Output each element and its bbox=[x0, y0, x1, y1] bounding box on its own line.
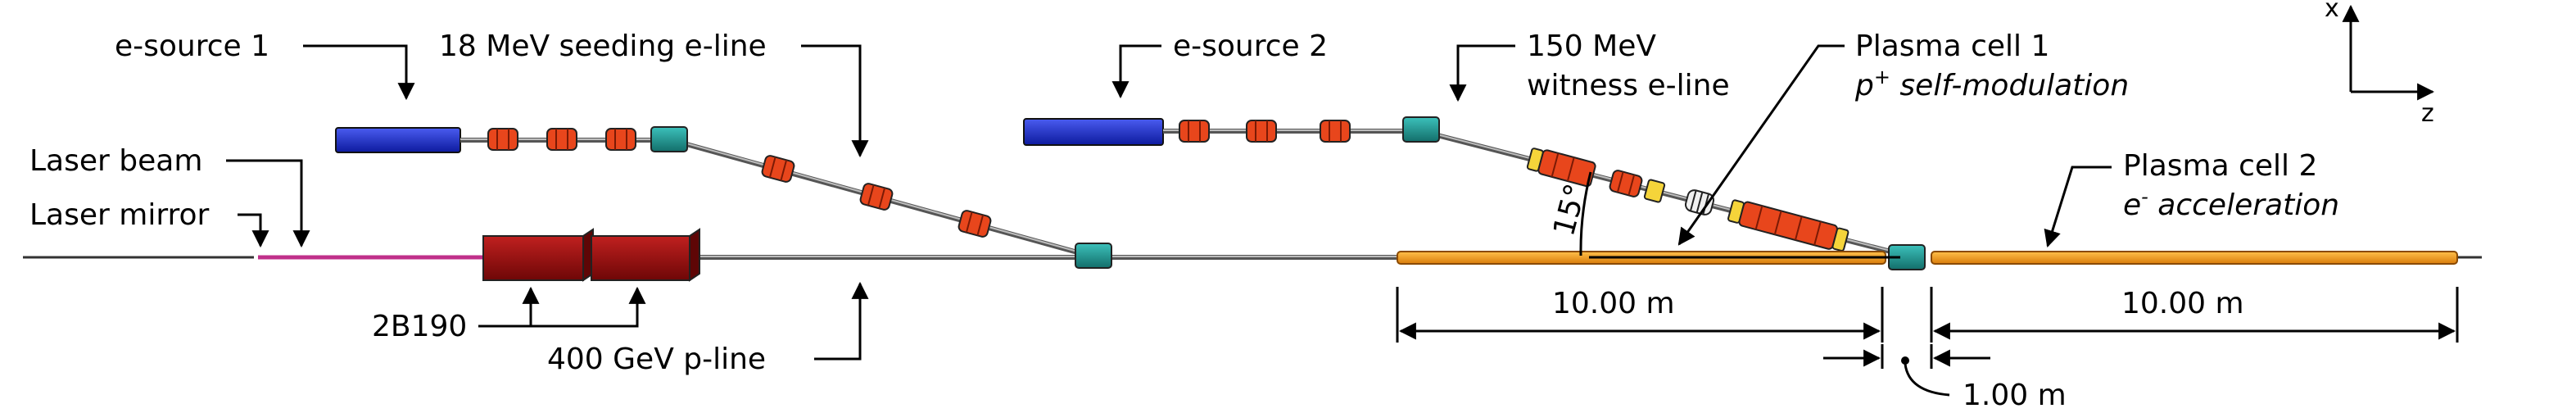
quad-triplet-wit-1 bbox=[1526, 148, 1596, 188]
quad-seed-1 bbox=[487, 128, 518, 151]
seeding-line-label: 18 MeV seeding e-line bbox=[439, 30, 767, 63]
axis-z-label: z bbox=[2421, 99, 2434, 128]
plasma-cell-1-sublabel: p+ self-modulation bbox=[1854, 66, 2129, 102]
laser-mirror-leader bbox=[238, 213, 269, 248]
plasma-cell-1-leader bbox=[1677, 44, 1845, 246]
quad-seed-2 bbox=[546, 128, 577, 151]
quad-wit-1 bbox=[1179, 120, 1210, 143]
corrector-wit-1 bbox=[1608, 168, 1644, 199]
witness-line-label-1: 150 MeV bbox=[1527, 30, 1656, 63]
plasma-cell-1-label: Plasma cell 1 bbox=[1855, 30, 2049, 63]
p-line-leader bbox=[814, 281, 869, 361]
dimension-2-label: 10.00 m bbox=[2121, 287, 2244, 320]
plasma-cell-2-label: Plasma cell 2 bbox=[2123, 149, 2317, 183]
p-line-label: 400 GeV p-line bbox=[547, 343, 766, 376]
angle-label: 15° bbox=[1547, 180, 1593, 239]
quad-seed-6 bbox=[957, 208, 993, 239]
quad-seed-3 bbox=[605, 128, 636, 151]
magnet-leader-2 bbox=[478, 286, 646, 328]
plasma-cell-2-sublabel: e- acceleration bbox=[2123, 185, 2339, 222]
dimension-1-label: 10.00 m bbox=[1552, 287, 1675, 320]
quad-wit-2 bbox=[1246, 120, 1277, 143]
dimension-plasma-cell-1: 10.00 m bbox=[1396, 287, 1884, 343]
e-source-2-gun bbox=[1023, 118, 1164, 146]
quad-small-wit bbox=[1643, 179, 1666, 203]
dipole-seed-1 bbox=[650, 126, 688, 152]
laser-mirror-label: Laser mirror bbox=[29, 198, 210, 232]
laser-beam-label: Laser beam bbox=[29, 144, 202, 178]
bpm-wit bbox=[1684, 189, 1715, 216]
dimension-gap: 1.00 m bbox=[1823, 344, 2067, 412]
dipole-seed-merge bbox=[1075, 243, 1112, 269]
magnet-label: 2B190 bbox=[372, 310, 467, 343]
plasma-cell-2-leader bbox=[2044, 166, 2112, 248]
e-source-1-label: e-source 1 bbox=[115, 30, 269, 63]
axis-x-label: x bbox=[2325, 0, 2339, 23]
quad-seed-5 bbox=[858, 181, 894, 212]
e-source-1-gun bbox=[335, 127, 461, 153]
dipole-magnet-2 bbox=[591, 228, 700, 282]
quad-triplet-wit-2 bbox=[1727, 199, 1849, 252]
dimension-plasma-cell-2: 10.00 m bbox=[1930, 287, 2459, 343]
dipole-wit-1 bbox=[1402, 116, 1440, 143]
coordinate-axes: x z bbox=[2325, 0, 2435, 128]
quad-seed-4 bbox=[760, 153, 796, 184]
witness-line-leader bbox=[1449, 44, 1515, 102]
e-source-2-label: e-source 2 bbox=[1173, 30, 1328, 63]
witness-line-label-2: witness e-line bbox=[1527, 69, 1730, 102]
dipole-magnet-1 bbox=[482, 228, 594, 282]
e-source-1-leader bbox=[303, 44, 415, 101]
e-source-2-leader bbox=[1111, 44, 1161, 99]
laser-beam-leader bbox=[226, 159, 310, 248]
plasma-cell-2 bbox=[1931, 251, 2458, 265]
seeding-line-leader bbox=[801, 44, 869, 158]
angle-arc bbox=[1579, 171, 1592, 256]
gap-label: 1.00 m bbox=[1963, 379, 2067, 412]
quad-wit-3 bbox=[1320, 120, 1351, 143]
